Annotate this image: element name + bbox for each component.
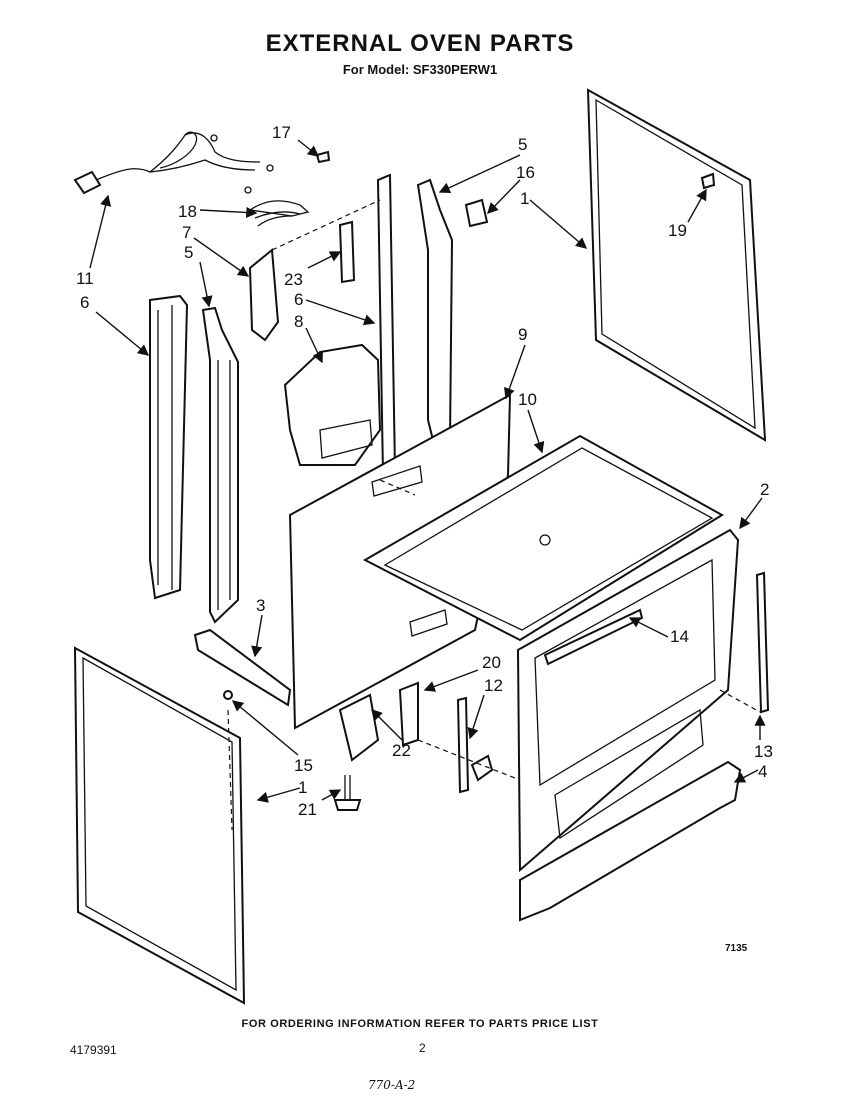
rail-part <box>193 628 292 707</box>
callout-21: 21 <box>298 800 317 819</box>
callout-14: 14 <box>670 627 689 646</box>
diagram-code: 7135 <box>725 943 748 954</box>
clip-part <box>315 150 331 164</box>
clip-nineteen-part <box>700 172 716 190</box>
callout-6b: 6 <box>294 290 303 309</box>
strip-part <box>338 220 356 284</box>
left-side-panel-part <box>149 294 189 600</box>
vent-duct-part <box>283 343 382 466</box>
kick-plate-part <box>519 760 742 922</box>
wire-harness-part <box>248 200 310 227</box>
callout-23: 23 <box>284 270 303 289</box>
model-subtitle: For Model: SF330PERW1 <box>342 62 498 77</box>
grommet-part <box>464 198 489 228</box>
document-number: 4179391 <box>70 1043 117 1057</box>
bracket-twenty-part <box>398 681 419 747</box>
page-title: EXTERNAL OVEN PARTS <box>265 30 575 57</box>
callout-1b: 1 <box>298 778 307 797</box>
right-side-panel-part <box>586 88 767 442</box>
power-cord-part <box>73 131 274 195</box>
page-number: 2 <box>419 1041 426 1055</box>
callout-7: 7 <box>182 223 191 242</box>
callout-13: 13 <box>754 742 773 761</box>
callout-20: 20 <box>482 653 501 672</box>
callout-10: 10 <box>518 390 537 409</box>
callout-12: 12 <box>484 676 503 695</box>
leveling-leg-part <box>333 775 362 811</box>
callout-6a: 6 <box>80 293 89 312</box>
callout-4: 4 <box>758 762 767 781</box>
side-trim-part <box>755 571 770 714</box>
bracket-seven-part <box>248 248 280 342</box>
callout-19: 19 <box>668 221 687 240</box>
left-outer-panel-part <box>73 646 246 1005</box>
callout-5b: 5 <box>518 135 527 154</box>
callout-15: 15 <box>294 756 313 775</box>
callout-2: 2 <box>760 480 769 499</box>
left-bracket-part <box>201 306 239 624</box>
callout-17: 17 <box>272 123 291 142</box>
callout-22: 22 <box>392 741 411 760</box>
leveling-leg-bracket-part <box>338 693 380 762</box>
callout-3: 3 <box>256 596 265 615</box>
callout-1a: 1 <box>520 189 529 208</box>
callout-18: 18 <box>178 202 197 221</box>
top-panel-part <box>362 434 724 642</box>
ordering-note: FOR ORDERING INFORMATION REFER TO PARTS … <box>241 1018 599 1030</box>
callout-5a: 5 <box>184 243 193 262</box>
screw-part <box>223 690 233 700</box>
callout-16: 16 <box>516 163 535 182</box>
handwritten-note: 770-A-2 <box>368 1078 416 1092</box>
right-bracket-part <box>416 178 454 450</box>
trim-strip-part <box>543 608 644 666</box>
hinge-part <box>456 696 470 794</box>
callout-8: 8 <box>294 312 303 331</box>
callout-11: 11 <box>76 269 94 288</box>
callout-9: 9 <box>518 325 527 344</box>
